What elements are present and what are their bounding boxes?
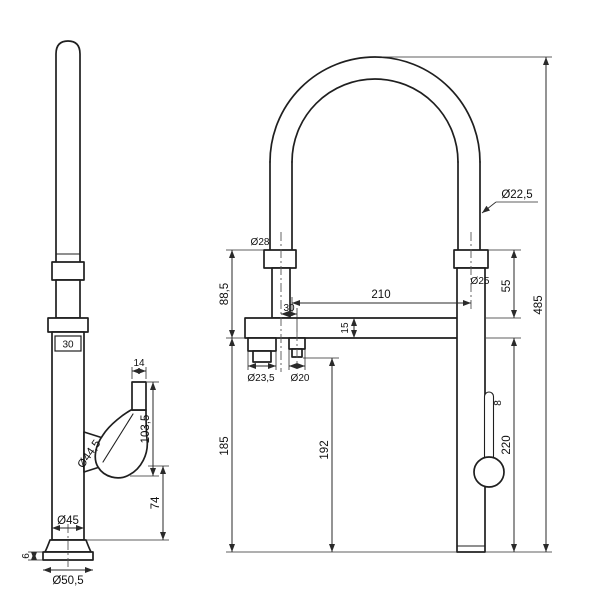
dim-base-plate-diameter-label: Ø50,5 [52, 575, 83, 587]
dim-overall-height: 485 [376, 56, 552, 552]
bracket-side-profile [47, 317, 89, 333]
dim-upper-section-height: 88,5 [219, 249, 264, 339]
dim-lever-width-label: 14 [133, 358, 145, 369]
hose-arc-inner [291, 78, 459, 163]
front-view-dimensions: Ø22,5 Ø28 Ø25 210 30 15 55 220 [219, 56, 552, 553]
spray-wand [55, 40, 81, 263]
dim-handle-base-offset: 74 [86, 465, 169, 541]
dim-bracket-thickness: 15 [340, 318, 357, 338]
handle-body [94, 409, 149, 479]
dim-bracket-clearance: 185 [219, 338, 235, 552]
dim-base-plate-thickness: 6 [21, 551, 43, 561]
dim-check-valve-diameter-label: Ø23,5 [247, 373, 275, 384]
wand-collar [51, 261, 85, 281]
dim-spout-reach-label: 210 [371, 289, 390, 301]
dim-collar-width: 30 [54, 335, 82, 352]
dim-lever-slot-width-label: 8 [493, 400, 504, 406]
spout-bracket [244, 317, 481, 339]
front-view-outline [244, 56, 505, 553]
faucet-body-side [51, 331, 85, 541]
dim-body-diameter-label: Ø45 [57, 515, 79, 527]
side-view-outline [42, 40, 149, 567]
dim-outlet-offset: 30 [281, 303, 298, 332]
handle-axis-line [102, 413, 134, 463]
handle-lever [131, 381, 147, 411]
dim-base-plate-diameter: Ø50,5 [43, 567, 93, 587]
dim-body-height: 220 [486, 337, 521, 552]
dim-bracket-thickness-label: 15 [340, 322, 351, 334]
dim-outlet-diameter-label: Ø20 [291, 373, 310, 384]
dim-handle-base-offset-label: 74 [150, 496, 162, 509]
dim-check-valve-diameter: Ø23,5 [247, 351, 277, 384]
dim-outlet-clearance: 192 [303, 357, 339, 552]
neck [55, 279, 81, 319]
dim-hose-diameter-label: Ø22,5 [501, 189, 532, 201]
dim-lever-width: 14 [131, 358, 147, 379]
dim-right-union-diameter-label: Ø25 [471, 276, 490, 287]
lever-ball [473, 456, 505, 488]
dim-body-height-label: 220 [501, 435, 513, 454]
dim-upper-section-height-label: 88,5 [219, 283, 231, 305]
dim-outlet-diameter: Ø20 [288, 349, 310, 384]
dim-union-height: 55 [486, 249, 521, 319]
dim-base-plate-thickness-label: 6 [21, 553, 32, 559]
dim-hose-diameter: Ø22,5 [481, 189, 538, 214]
dim-left-union-diameter-label: Ø28 [251, 237, 270, 248]
dim-handle-height: 103,5 [130, 381, 159, 477]
dim-outlet-clearance-label: 192 [319, 440, 331, 459]
dim-outlet-offset-label: 30 [283, 303, 295, 314]
dim-overall-height-label: 485 [533, 295, 545, 314]
dim-handle-height-label: 103,5 [140, 415, 152, 444]
check-valve-upper [247, 337, 277, 352]
dim-union-height-label: 55 [501, 280, 513, 293]
dim-body-diameter: Ø45 [52, 515, 84, 531]
faucet-body-front [456, 267, 486, 553]
check-valve-lower [252, 350, 272, 363]
left-union [263, 249, 297, 269]
dim-bracket-clearance-label: 185 [219, 436, 231, 455]
dim-spout-reach: 210 [291, 289, 471, 316]
dim-collar-width-label: 30 [62, 340, 74, 351]
